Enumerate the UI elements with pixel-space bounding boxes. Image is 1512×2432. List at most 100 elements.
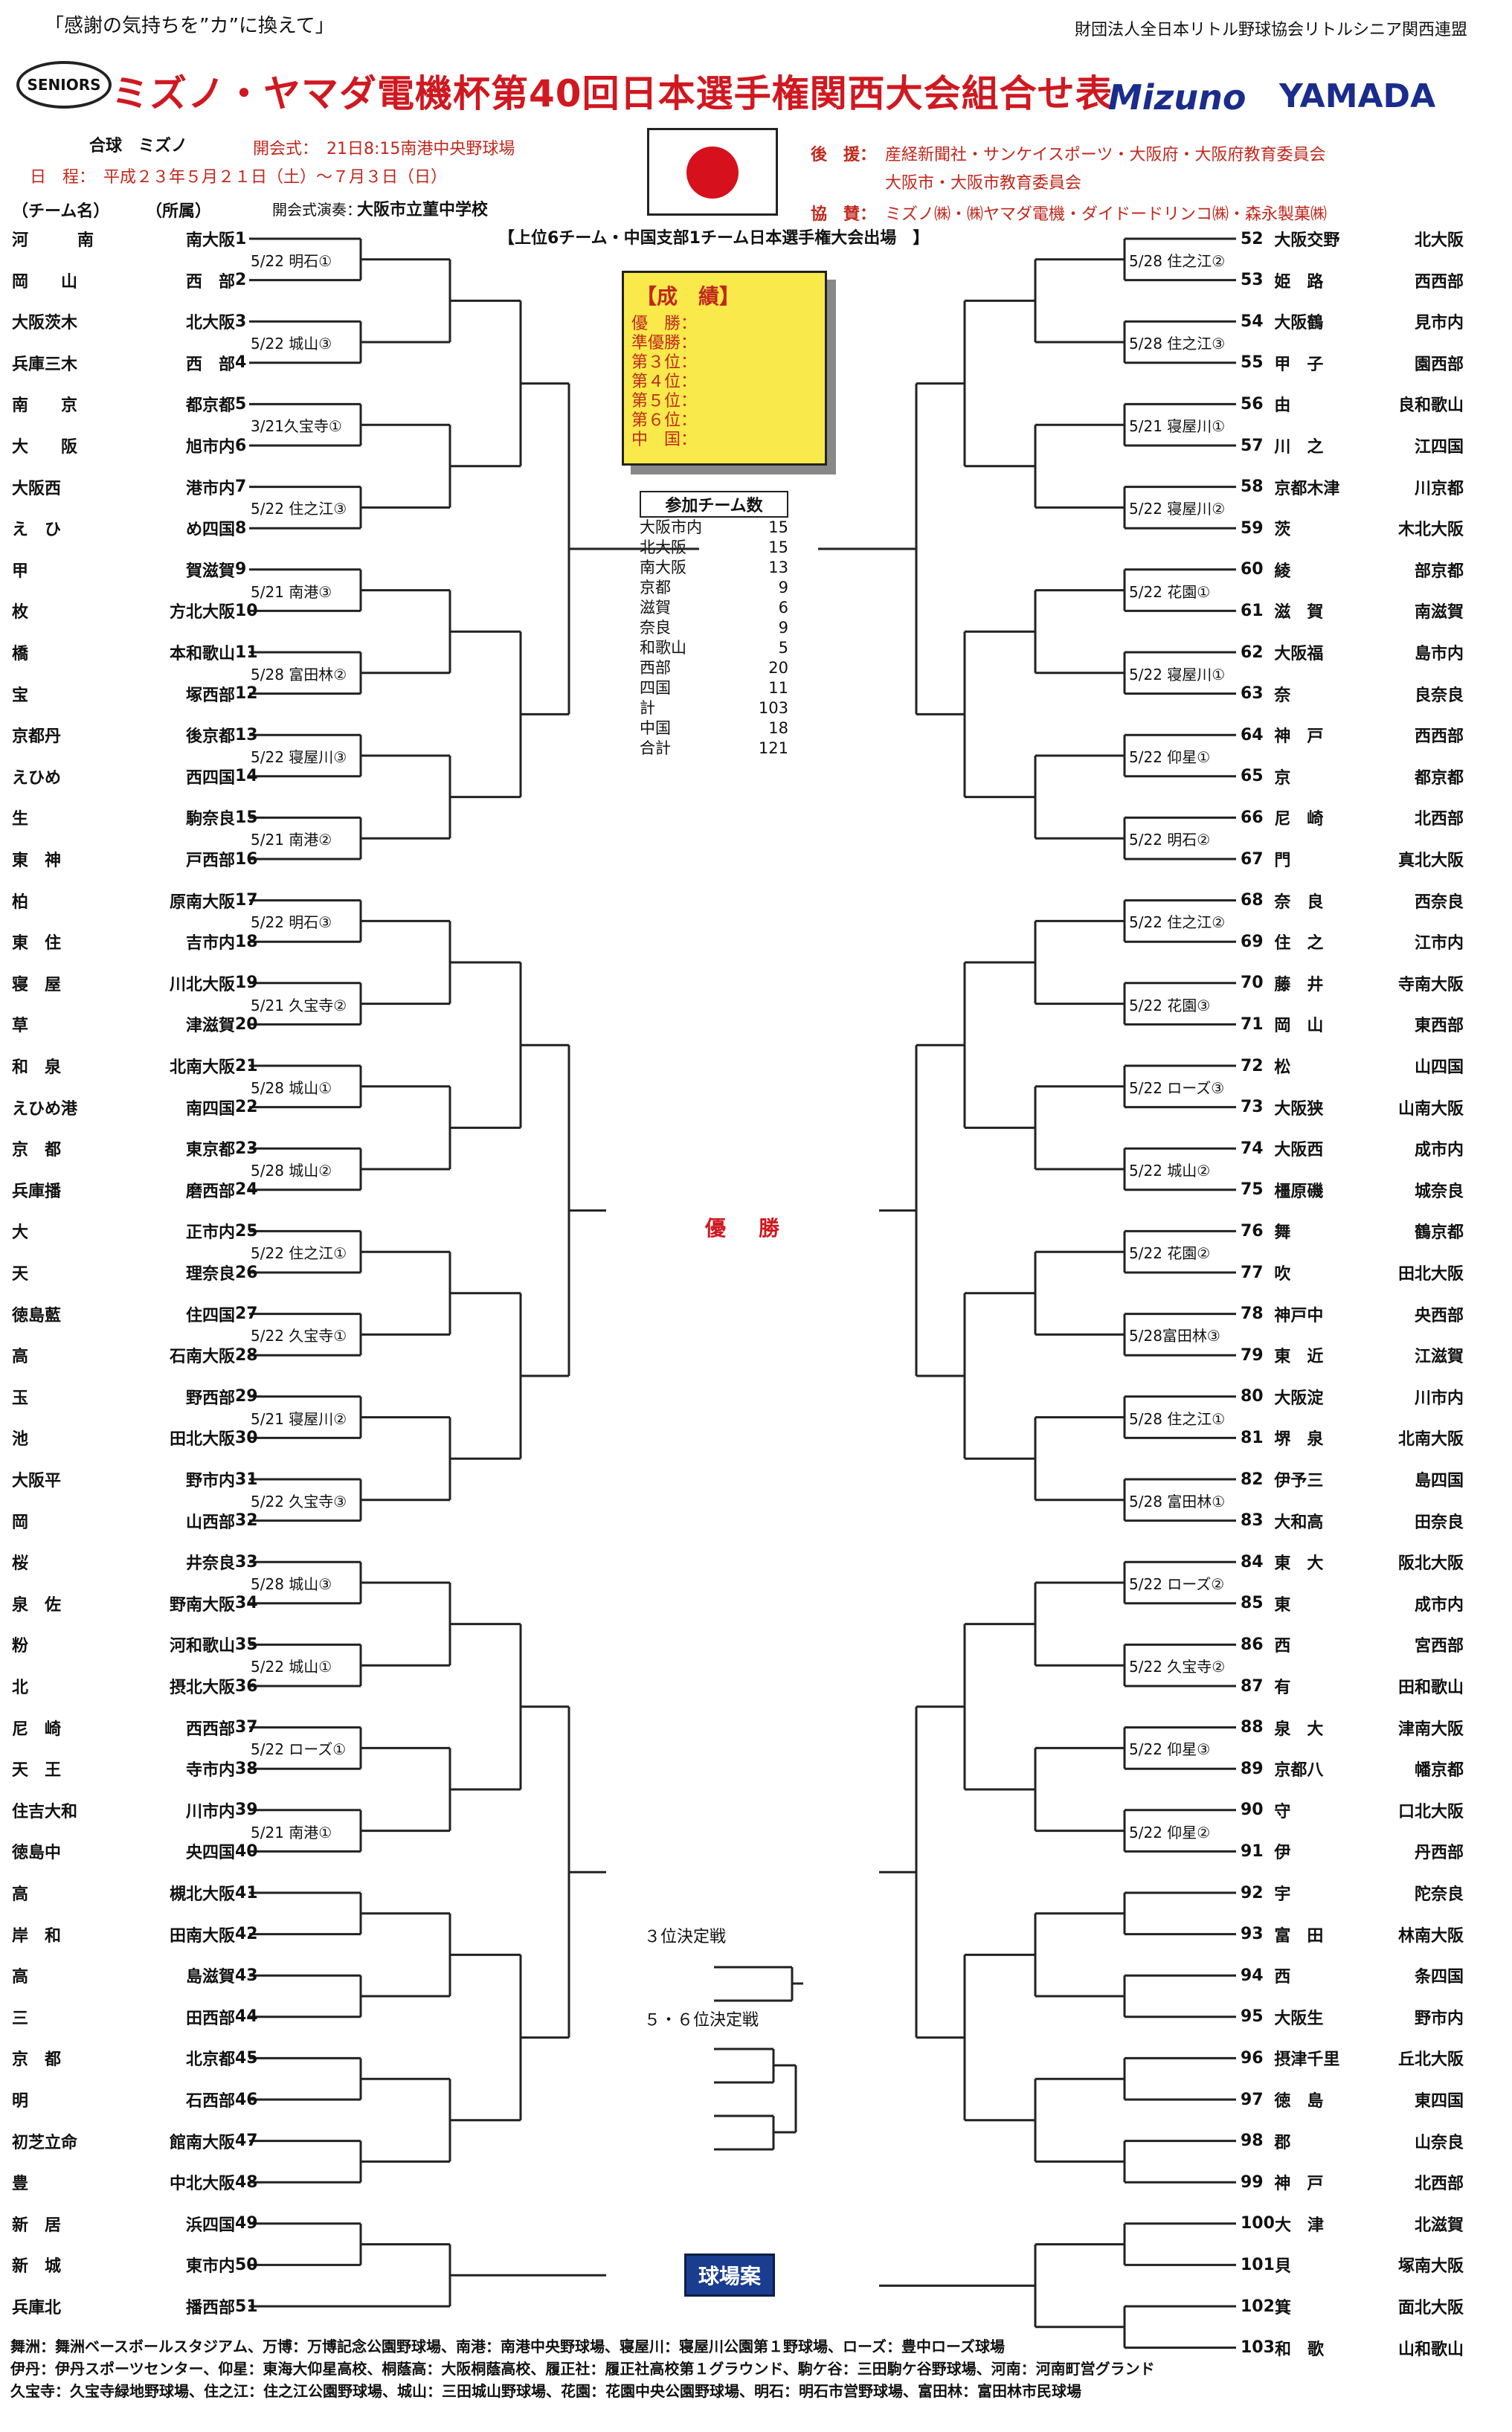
team-number: 27 [235, 1305, 258, 1324]
team-affiliation: 山四国 [1414, 1058, 1464, 1077]
team-number: 61 [1241, 601, 1264, 620]
team-number: 55 [1241, 353, 1264, 373]
team-affiliation: 南大阪 [185, 231, 235, 250]
team-name: 初芝立命 [12, 2133, 78, 2152]
team-affiliation: 田和歌山 [1397, 1679, 1464, 1697]
association-name: 財団法人全日本リトル野球協会リトルシニア関西連盟 [1074, 21, 1467, 39]
team-number: 75 [1241, 1180, 1264, 1200]
team-name: 奈 良 [1274, 892, 1324, 912]
result-line: 中 国： [631, 431, 698, 449]
team-name: 柏 [12, 892, 29, 912]
team-name: 大阪茨木 [12, 314, 78, 333]
team-affiliation: 幡京都 [1414, 1761, 1464, 1780]
team-number: 11 [235, 643, 258, 662]
team-name: 京都八 [1274, 1761, 1324, 1780]
team-name: 桜 [12, 1554, 29, 1574]
team-number: 84 [1241, 1552, 1264, 1572]
team-number: 39 [235, 1801, 258, 1820]
champion-label: 優 勝 [705, 1216, 786, 1241]
team-affiliation: 旭市内 [185, 438, 235, 457]
team-number: 13 [235, 725, 258, 744]
mizuno-logo: Mizuno [1108, 77, 1246, 118]
team-affiliation: 東市内 [185, 2257, 235, 2277]
team-name: 大 [12, 1223, 29, 1243]
team-affiliation: 都京都 [185, 396, 235, 416]
support-line1: 産経新聞社・サンケイスポーツ・大阪府・大阪府教育委員会 [885, 146, 1326, 164]
match-label: 5/22 仰星② [1127, 1820, 1212, 1842]
team-affiliation: 田北大阪 [169, 1430, 235, 1450]
team-name: 東 近 [1274, 1348, 1324, 1367]
team-affiliation: 槻北大阪 [169, 1885, 235, 1904]
match-label: 5/28 城山② [249, 1159, 334, 1180]
team-name: 北 [12, 1679, 29, 1697]
venue-legend-line: 久宝寺：久宝寺緑地野球場、住之江：住之江公園野球場、城山：三田城山野球場、花園：… [10, 2382, 1081, 2400]
region-count: 11 [768, 679, 788, 697]
team-name: 岸 和 [12, 1926, 62, 1946]
team-number: 65 [1241, 767, 1264, 786]
team-number: 34 [235, 1594, 258, 1613]
team-affiliation: 央西部 [1414, 1306, 1464, 1325]
team-name: 池 [12, 1430, 29, 1450]
team-affiliation: 後京都 [185, 727, 235, 747]
team-name: 住 之 [1274, 934, 1324, 953]
team-name: 伊予三 [1274, 1472, 1324, 1490]
region-count: 5 [778, 639, 788, 657]
match-label: 5/22 久宝寺② [1127, 1655, 1227, 1677]
team-name: 泉 佐 [12, 1595, 62, 1615]
third-place-label: ３位決定戦 [644, 1928, 727, 1946]
team-affiliation: 河和歌山 [169, 1637, 235, 1656]
team-number: 99 [1241, 2172, 1264, 2192]
team-affiliation: 山奈良 [1414, 2133, 1464, 2152]
team-name: 郡 [1274, 2133, 1291, 2152]
team-affiliation: 北大阪 [1414, 231, 1464, 250]
match-label: 5/22 仰星③ [1127, 1737, 1212, 1760]
team-name: 京 [1274, 768, 1291, 788]
team-number: 36 [235, 1676, 258, 1696]
support-label: 後 援： [811, 146, 877, 164]
team-affiliation: 東四国 [1414, 2092, 1464, 2111]
team-affiliation: 丘北大阪 [1397, 2050, 1464, 2070]
match-label: 5/22 花園③ [1127, 993, 1212, 1015]
team-affiliation: 住四国 [185, 1306, 235, 1325]
team-number: 8 [235, 518, 247, 538]
team-number: 51 [235, 2297, 258, 2316]
opening-performance-label: 開会式演奏： [272, 201, 361, 219]
team-affiliation: 野市内 [185, 1472, 235, 1490]
region-name: 南大阪 [640, 559, 686, 576]
team-affiliation: 東西部 [1414, 1017, 1464, 1036]
team-affiliation: 見市内 [1414, 314, 1464, 333]
team-number: 19 [235, 974, 258, 993]
team-number: 58 [1241, 477, 1264, 497]
team-name: 天 王 [12, 1761, 62, 1780]
team-name: 大 阪 [12, 438, 78, 457]
team-name: 門 [1274, 852, 1291, 870]
team-name: 吹 [1274, 1265, 1291, 1284]
region-count: 20 [768, 659, 788, 677]
team-number: 64 [1241, 725, 1264, 744]
team-affiliation: 理奈良 [185, 1265, 235, 1284]
team-affiliation: 戸西部 [185, 852, 235, 870]
team-name: 大阪交野 [1274, 231, 1340, 250]
team-affiliation: 塚西部 [185, 686, 235, 705]
team-number: 29 [235, 1387, 258, 1406]
opening-performance: 大阪市立菫中学校 [357, 201, 489, 219]
